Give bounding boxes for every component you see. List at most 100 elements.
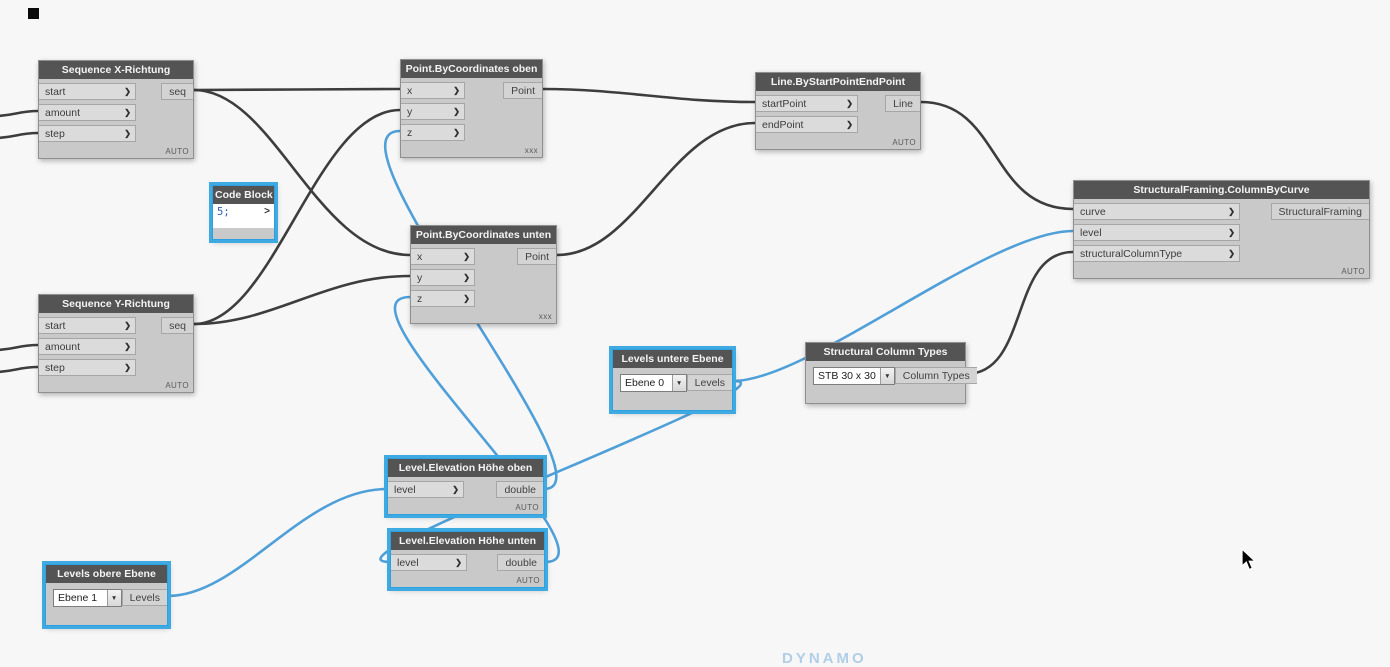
node-title[interactable]: StructuralFraming.ColumnByCurve: [1074, 181, 1369, 199]
dropdown-arrow-icon[interactable]: ▼: [106, 590, 121, 606]
port-input-step[interactable]: step ❯: [39, 359, 136, 376]
wire-levels-untere-to-elev-unten[interactable]: [379, 379, 743, 564]
port-input-y[interactable]: y ❯: [411, 269, 475, 286]
lacing-indicator[interactable]: xxx: [524, 146, 538, 155]
port-label: y: [417, 271, 423, 284]
port-chevron-icon: ❯: [463, 273, 470, 282]
port-output-levels[interactable]: Levels: [121, 589, 167, 606]
wire-point-unten-to-line-endpoint[interactable]: [555, 121, 757, 257]
port-output-column-types[interactable]: Column Types: [894, 367, 977, 384]
wire-stub-seqx-step[interactable]: [0, 131, 40, 140]
port-chevron-icon: ❯: [846, 120, 853, 129]
node-point-bycoordinates-unten[interactable]: Point.ByCoordinates unten x ❯ y ❯ z ❯ Po…: [410, 225, 557, 324]
port-output-line[interactable]: Line: [885, 95, 920, 112]
lacing-indicator[interactable]: xxx: [538, 312, 552, 321]
node-levels-untere-ebene[interactable]: Levels untere Ebene Ebene 0 ▼ Levels: [612, 349, 733, 411]
node-line-bystartpointendpoint[interactable]: Line.ByStartPointEndPoint startPoint ❯ e…: [755, 72, 921, 150]
level-dropdown[interactable]: Ebene 0 ▼: [620, 374, 687, 392]
port-input-curve[interactable]: curve ❯: [1074, 203, 1240, 220]
lacing-indicator[interactable]: AUTO: [516, 576, 540, 585]
port-input-x[interactable]: x ❯: [411, 248, 475, 265]
lacing-indicator[interactable]: AUTO: [165, 381, 189, 390]
port-output-levels[interactable]: Levels: [686, 374, 732, 391]
port-input-level[interactable]: level ❯: [391, 554, 467, 571]
node-title[interactable]: Level.Elevation Höhe unten: [391, 532, 544, 550]
wire-seqy-to-point-oben-y[interactable]: [192, 108, 402, 326]
node-code-block[interactable]: Code Block 5; >: [212, 185, 275, 240]
wire-seqx-to-point-unten-x[interactable]: [192, 88, 412, 257]
wire-seqy-to-point-unten-y[interactable]: [192, 274, 412, 326]
node-structuralframing-columnbycurve[interactable]: StructuralFraming.ColumnByCurve curve ❯ …: [1073, 180, 1370, 279]
port-chevron-icon: ❯: [455, 558, 462, 567]
node-footer: [213, 228, 274, 239]
lacing-indicator[interactable]: AUTO: [515, 503, 539, 512]
node-point-bycoordinates-oben[interactable]: Point.ByCoordinates oben x ❯ y ❯ z ❯ Poi…: [400, 59, 543, 158]
wire-stub-seqy-amount[interactable]: [0, 343, 40, 352]
wire-levels-obere-to-elev-oben[interactable]: [166, 487, 389, 598]
port-chevron-icon: ❯: [453, 128, 460, 137]
node-levels-obere-ebene[interactable]: Levels obere Ebene Ebene 1 ▼ Levels: [45, 564, 168, 626]
port-chevron-icon: ❯: [1228, 228, 1235, 237]
node-title[interactable]: Structural Column Types: [806, 343, 965, 361]
port-input-level[interactable]: level ❯: [388, 481, 464, 498]
node-sequence-y-richtung[interactable]: Sequence Y-Richtung start ❯ amount ❯ ste…: [38, 294, 194, 393]
port-input-start[interactable]: start ❯: [39, 317, 136, 334]
node-title[interactable]: Point.ByCoordinates unten: [411, 226, 556, 244]
lacing-indicator[interactable]: AUTO: [1341, 267, 1365, 276]
node-sequence-x-richtung[interactable]: Sequence X-Richtung start ❯ amount ❯ ste…: [38, 60, 194, 159]
port-chevron-icon: ❯: [124, 342, 131, 351]
wire-elev-unten-to-point-unten-z[interactable]: [393, 295, 560, 564]
dropdown-arrow-icon[interactable]: ▼: [879, 368, 894, 384]
node-level-elevation-hoehe-unten[interactable]: Level.Elevation Höhe unten level ❯ doubl…: [390, 531, 545, 588]
code-block-input[interactable]: 5;: [217, 206, 230, 218]
node-structural-column-types[interactable]: Structural Column Types STB 30 x 30 ▼ Co…: [805, 342, 977, 404]
port-chevron-icon: ❯: [463, 294, 470, 303]
node-title[interactable]: Levels obere Ebene: [46, 565, 167, 583]
port-input-x[interactable]: x ❯: [401, 82, 465, 99]
node-title[interactable]: Point.ByCoordinates oben: [401, 60, 542, 78]
port-input-startpoint[interactable]: startPoint ❯: [756, 95, 858, 112]
node-level-elevation-hoehe-oben[interactable]: Level.Elevation Höhe oben level ❯ double…: [387, 458, 544, 515]
port-output-point[interactable]: Point: [503, 82, 542, 99]
port-output-structuralframing[interactable]: StructuralFraming: [1270, 203, 1369, 220]
node-title[interactable]: Level.Elevation Höhe oben: [388, 459, 543, 477]
port-label: amount: [45, 340, 81, 353]
wire-point-oben-to-line-startpoint[interactable]: [541, 87, 757, 104]
port-input-level[interactable]: level ❯: [1074, 224, 1240, 241]
port-input-z[interactable]: z ❯: [411, 290, 475, 307]
node-title[interactable]: Levels untere Ebene: [613, 350, 732, 368]
port-output-code[interactable]: >: [264, 206, 270, 217]
port-label: startPoint: [762, 97, 807, 110]
level-dropdown[interactable]: Ebene 1 ▼: [53, 589, 122, 607]
port-input-amount[interactable]: amount ❯: [39, 104, 136, 121]
wire-line-to-structural-curve[interactable]: [919, 100, 1075, 211]
port-output-seq[interactable]: seq: [161, 83, 193, 100]
port-input-step[interactable]: step ❯: [39, 125, 136, 142]
port-output-double[interactable]: double: [496, 481, 543, 498]
port-input-amount[interactable]: amount ❯: [39, 338, 136, 355]
port-label: start: [45, 319, 66, 332]
node-title[interactable]: Code Block: [213, 186, 274, 204]
node-title[interactable]: Sequence Y-Richtung: [39, 295, 193, 313]
port-input-z[interactable]: z ❯: [401, 124, 465, 141]
wire-stub-seqy-step[interactable]: [0, 365, 40, 374]
port-output-double[interactable]: double: [497, 554, 544, 571]
node-title[interactable]: Line.ByStartPointEndPoint: [756, 73, 920, 91]
dropdown-arrow-icon[interactable]: ▼: [671, 375, 686, 391]
wire-seqx-to-point-oben-x[interactable]: [192, 87, 402, 92]
port-output-seq[interactable]: seq: [161, 317, 193, 334]
port-input-endpoint[interactable]: endPoint ❯: [756, 116, 858, 133]
port-input-structuralcolumntype[interactable]: structuralColumnType ❯: [1074, 245, 1240, 262]
wire-columntypes-to-structural-type[interactable]: [964, 250, 1075, 376]
lacing-indicator[interactable]: AUTO: [892, 138, 916, 147]
port-chevron-icon: ❯: [124, 129, 131, 138]
lacing-indicator[interactable]: AUTO: [165, 147, 189, 156]
port-input-start[interactable]: start ❯: [39, 83, 136, 100]
column-type-dropdown[interactable]: STB 30 x 30 ▼: [813, 367, 895, 385]
port-output-point[interactable]: Point: [517, 248, 556, 265]
port-chevron-icon: ❯: [463, 252, 470, 261]
wire-stub-seqx-amount[interactable]: [0, 109, 40, 118]
wire-levels-untere-to-structural-level[interactable]: [731, 229, 1075, 383]
node-title[interactable]: Sequence X-Richtung: [39, 61, 193, 79]
port-input-y[interactable]: y ❯: [401, 103, 465, 120]
